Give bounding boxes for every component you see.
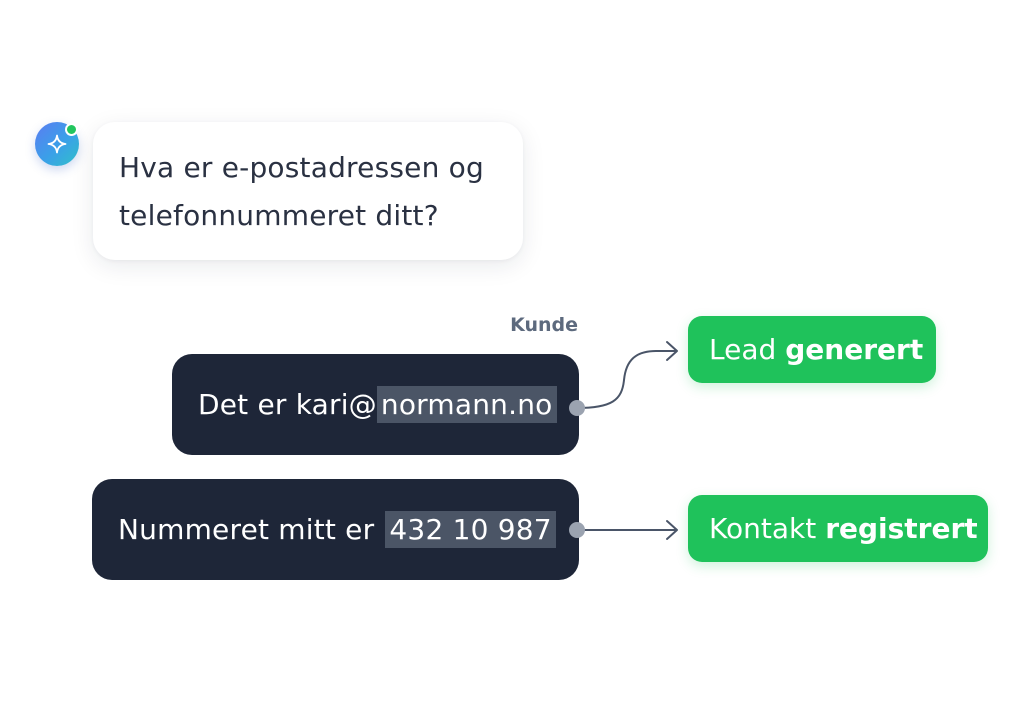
phone-highlight: 432 10 987 <box>385 511 556 548</box>
assistant-avatar <box>35 122 79 166</box>
tag-status: registrert <box>825 512 978 545</box>
email-highlight: normann.no <box>376 386 557 423</box>
message-text: Det er kari@ <box>198 388 377 421</box>
online-status-dot <box>65 123 78 136</box>
assistant-message-line: telefonnummeret ditt? <box>119 199 439 232</box>
sparkle-icon <box>47 134 67 154</box>
connector-line-lead <box>576 350 676 409</box>
tag-prefix: Lead <box>709 333 777 366</box>
arrowhead-lead <box>666 341 678 361</box>
arrowhead-contact <box>666 520 678 540</box>
customer-sender-label: Kunde <box>510 314 578 336</box>
connector-dot <box>569 400 585 416</box>
customer-message-email: Det er kari@normann.no <box>172 354 579 455</box>
connector-dot <box>569 522 585 538</box>
assistant-message-line: Hva er e-postadressen og <box>119 151 484 184</box>
assistant-message-bubble: Hva er e-postadressen og telefonnummeret… <box>93 122 523 260</box>
customer-message-phone: Nummeret mitt er 432 10 987 <box>92 479 579 580</box>
tag-status: generert <box>785 333 924 366</box>
tag-prefix: Kontakt <box>709 512 817 545</box>
message-text: Nummeret mitt er <box>118 513 384 546</box>
